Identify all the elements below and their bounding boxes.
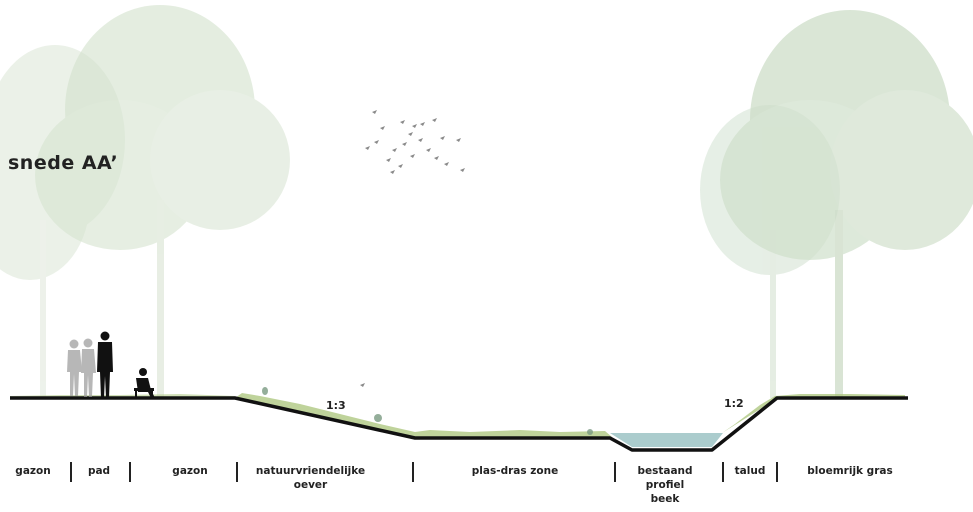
ground-profile-line	[10, 396, 908, 452]
people-silhouettes	[67, 331, 155, 398]
zone-label-bloemrijk-gras: bloemrijk gras	[807, 465, 893, 477]
slope-ratio-right: 1:2	[724, 397, 744, 410]
right-tree-near	[720, 10, 973, 398]
section-title: snede AA’	[8, 152, 119, 174]
birds-flock	[360, 110, 465, 387]
zone-divider	[129, 462, 131, 482]
left-tree-near	[35, 5, 290, 398]
zone-label-talud: talud	[734, 465, 766, 477]
slope-ratio-left: 1:3	[326, 399, 346, 412]
zone-divider	[236, 462, 238, 482]
zone-label-gazon-left: gazon	[15, 465, 51, 477]
zone-divider	[412, 462, 414, 482]
zone-label-natuurvriendelijke-oever: natuurvriendelijke oever	[255, 465, 366, 491]
zone-divider	[70, 462, 72, 482]
zone-divider	[614, 462, 616, 482]
zone-divider	[776, 462, 778, 482]
zone-label-pad: pad	[87, 465, 111, 477]
grass-strip	[235, 393, 612, 438]
zone-label-plas-dras-zone: plas-dras zone	[471, 465, 559, 477]
zone-label-bestaand-profiel-beek: bestaand profiel beek	[637, 465, 693, 505]
stream-water	[610, 433, 723, 447]
grass-right	[722, 394, 905, 433]
zone-label-gazon-right: gazon	[172, 465, 208, 477]
shrubs	[262, 387, 593, 435]
zone-divider	[722, 462, 724, 482]
